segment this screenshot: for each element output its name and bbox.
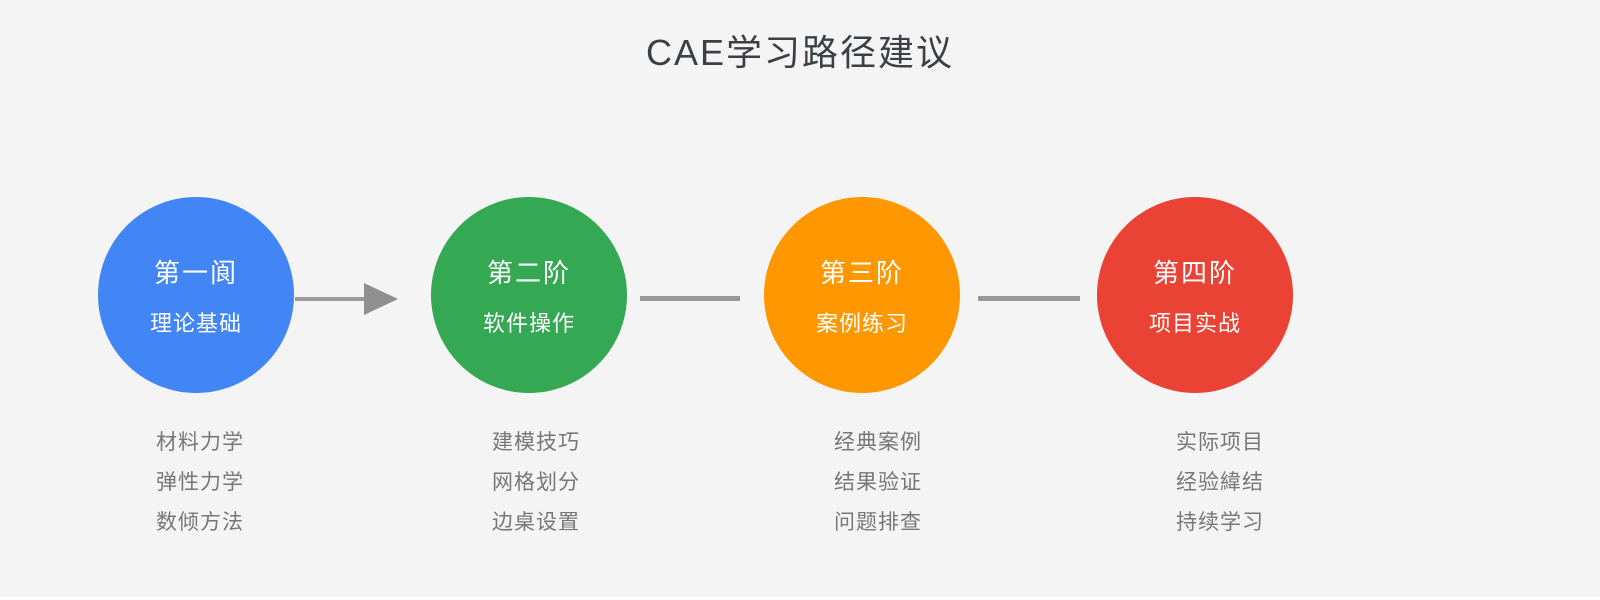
stage-name-label: 案例练习 bbox=[815, 310, 908, 336]
stage-circle-1: 第一阆 理论基础 bbox=[98, 197, 294, 393]
stage-name-label: 软件操作 bbox=[482, 310, 575, 336]
stage-items-list-3: 经典案例 结果验证 问题排查 bbox=[834, 423, 922, 543]
stage-name-label: 项目实战 bbox=[1148, 310, 1241, 336]
list-item: 边桌设置 bbox=[492, 511, 580, 534]
stage-number-label: 第四阶 bbox=[1152, 257, 1237, 288]
list-item: 实际项目 bbox=[1176, 431, 1264, 454]
stage-number-label: 第二阶 bbox=[486, 257, 571, 288]
list-item: 数倾方法 bbox=[156, 511, 244, 534]
connector-line-3 bbox=[978, 296, 1080, 301]
list-item: 弹性力学 bbox=[156, 471, 244, 494]
list-item: 材料力学 bbox=[156, 431, 244, 454]
list-item: 经典案例 bbox=[834, 431, 922, 454]
stage-items-list-2: 建模技巧 网格划分 边桌设置 bbox=[492, 423, 580, 543]
bottom-edge-strip bbox=[0, 597, 1600, 600]
stage-name-label: 理论基础 bbox=[149, 310, 242, 336]
list-item: 问题排查 bbox=[834, 511, 922, 534]
stage-number-label: 第一阆 bbox=[153, 257, 238, 288]
stage-circle-4: 第四阶 项目实战 bbox=[1097, 197, 1293, 393]
stage-items-list-4: 实际项目 经验緯结 持续学习 bbox=[1176, 423, 1264, 543]
list-item: 经验緯结 bbox=[1176, 471, 1264, 494]
connector-line-2 bbox=[640, 296, 740, 301]
list-item: 持续学习 bbox=[1176, 511, 1264, 534]
stage-circle-3: 第三阶 案例练习 bbox=[764, 197, 960, 393]
list-item: 网格划分 bbox=[492, 471, 580, 494]
stage-circle-2: 第二阶 软件操作 bbox=[431, 197, 627, 393]
list-item: 建模技巧 bbox=[492, 431, 580, 454]
stage-number-label: 第三阶 bbox=[819, 257, 904, 288]
stage-items-list-1: 材料力学 弹性力学 数倾方法 bbox=[156, 423, 244, 543]
page-title: CAE学习路径建议 bbox=[645, 32, 955, 73]
list-item: 结果验证 bbox=[834, 471, 922, 494]
connector-line-1 bbox=[295, 297, 367, 301]
arrow-right-icon bbox=[364, 283, 398, 315]
